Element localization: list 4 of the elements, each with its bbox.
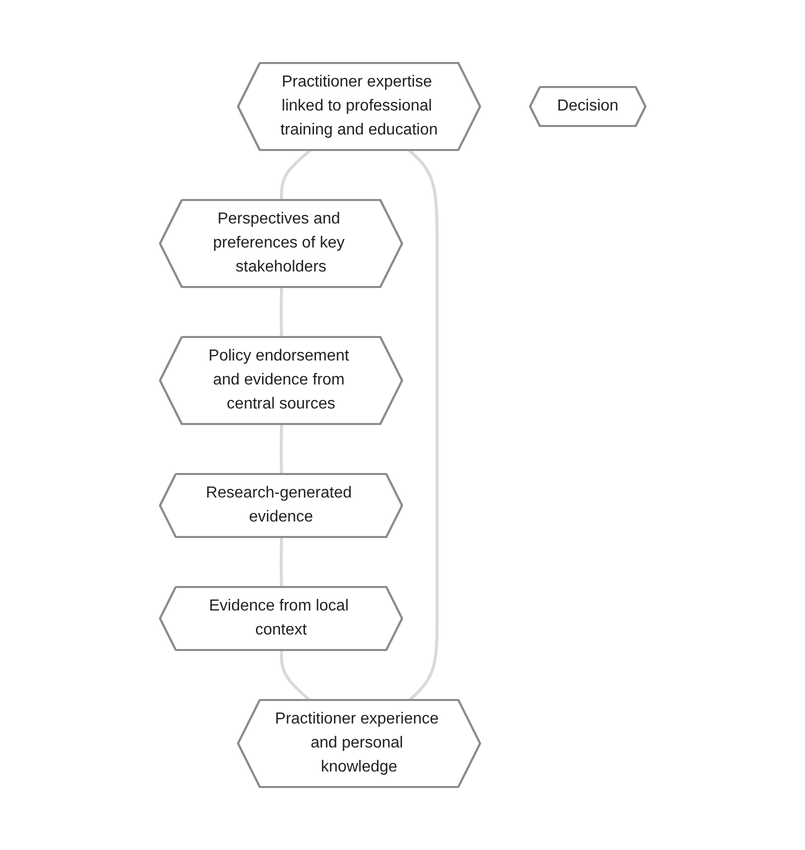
connector [280, 424, 283, 475]
connector [280, 149, 311, 201]
connector [280, 537, 283, 588]
connector [280, 287, 283, 338]
